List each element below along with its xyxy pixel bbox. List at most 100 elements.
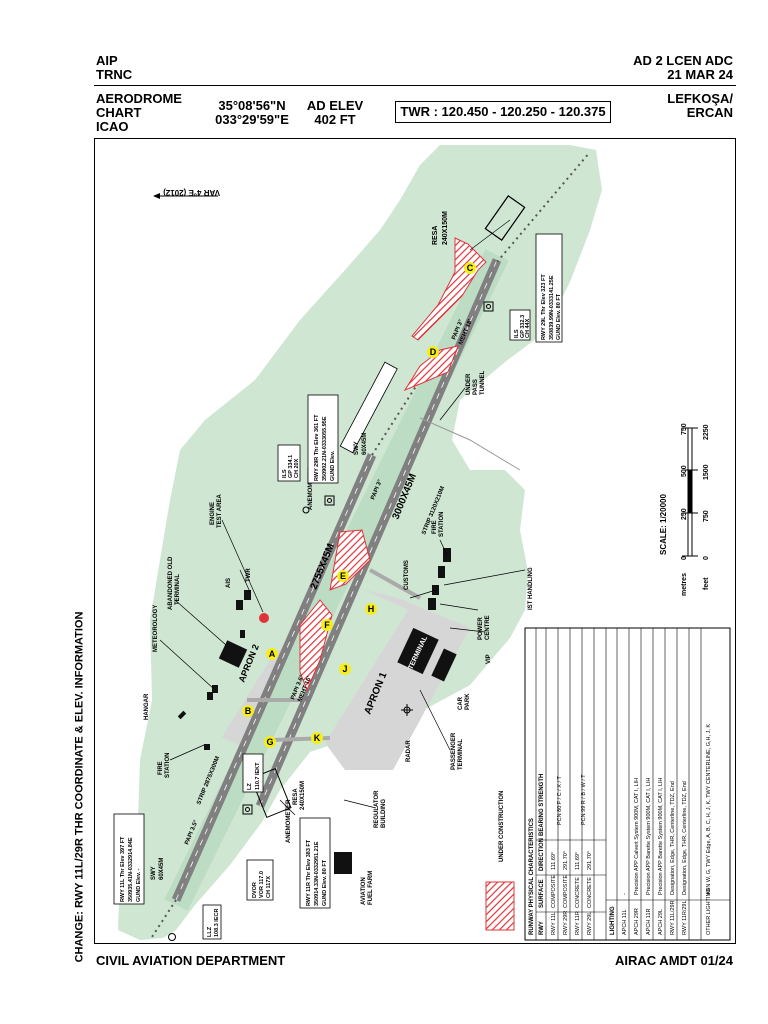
ils-29l-box: ILS GP 332.3 CH 44X [509, 309, 531, 341]
scale-metres: metres 0 250 500 750 [681, 423, 688, 596]
dvor-box: DVOR VOR 117.0 CH 117X [246, 859, 274, 901]
taxiway-label-b: B [242, 705, 254, 717]
coord-lon: 033°29'59"E [215, 112, 289, 127]
svg-text:111.69°: 111.69° [551, 852, 557, 870]
svg-text:A: A [269, 649, 276, 659]
svg-text:GUND Elev. -: GUND Elev. - [136, 868, 142, 902]
radar-label: RADAR [406, 740, 412, 762]
svg-text:CONCRETE: CONCRETE [575, 877, 581, 908]
svg-text:350935.41N-0332914.84E: 350935.41N-0332914.84E [128, 837, 134, 902]
svg-text:Precision APP Barette System 9: Precision APP Barette System 900M, CAT I… [658, 778, 664, 895]
underpass-2: PASS [473, 379, 479, 395]
aip-label: AIP [96, 53, 118, 68]
navaid-symbols [168, 301, 494, 941]
svg-text:CH 44X: CH 44X [525, 318, 531, 338]
svg-text:111.69°: 111.69° [575, 852, 581, 870]
swy-top-dim: 60X45M [362, 433, 368, 455]
svg-text:DVOR: DVOR [252, 882, 258, 898]
page-ref: AD 2 LCEN ADC [633, 53, 733, 68]
scale-m-0: 0 [681, 556, 688, 560]
svg-text:CH 117X: CH 117X [266, 876, 272, 898]
svg-text:RWY 11R: RWY 11R [575, 911, 581, 935]
svg-text:CONCRETE: CONCRETE [587, 877, 593, 908]
lz-box: LZ 110.7 IEKT [242, 753, 264, 793]
svg-text:350839.99N-0333141.25E: 350839.99N-0333141.25E [549, 275, 555, 340]
svg-text:RWY 29R: RWY 29R [563, 911, 569, 935]
power-1: POWER [478, 617, 484, 640]
car-park-1: CAR [458, 696, 464, 710]
fuel-farm-2: FUEL FARM [368, 871, 374, 905]
scale-m-750: 750 [681, 423, 688, 435]
svg-text:BEARING STRENGTH: BEARING STRENGTH [539, 774, 545, 836]
svg-text:APCH 29R: APCH 29R [634, 908, 640, 935]
svg-text:H: H [368, 604, 375, 614]
state-label: TRNC [96, 67, 133, 82]
anemometer-bottom: ANEMOMETER [286, 799, 292, 843]
resa-bottom-dim: 240X150M [300, 781, 306, 810]
regulator-1: REGULATOR [374, 790, 380, 828]
svg-text:CH 20X: CH 20X [294, 458, 300, 478]
resa-top-label: RESA [432, 226, 439, 245]
taxiway-h [369, 568, 421, 600]
buildings [177, 548, 457, 874]
regulator-2: BUILDING [381, 799, 387, 828]
footer-department: CIVIL AVIATION DEPARTMENT [96, 953, 286, 968]
meteorology-label: METEOROLOGY [153, 605, 159, 652]
scale-f-750: 750 [703, 510, 710, 522]
svg-text:Designation, Edge, THR, Center: Designation, Edge, THR, Centerline, TDZ,… [670, 781, 676, 895]
page-date: 21 MAR 24 [667, 67, 733, 82]
fuel-farm-1: AVIATION [361, 877, 367, 905]
table-rows: RWY 11L COMPOSITE 111.69° PCN 80 F / C /… [551, 774, 593, 935]
elev-value: 402 FT [314, 112, 356, 127]
apron-1 [325, 590, 470, 770]
fire-station2-1: FIRE [432, 520, 438, 534]
approach-lights-29l [496, 151, 591, 263]
twr-label: TWR [246, 568, 252, 582]
svg-text:350902.21N-0333055.95E: 350902.21N-0333055.95E [322, 416, 328, 481]
scale-m-250: 250 [681, 508, 688, 520]
hangar-label: HANGAR [144, 693, 150, 720]
svg-text:metres: metres [681, 573, 688, 596]
chart-type-3: ICAO [96, 119, 129, 134]
underpass-tunnel [339, 361, 398, 454]
svg-text:291.70°: 291.70° [563, 851, 569, 870]
taxiway-label-c: C [464, 262, 476, 274]
svg-text:D: D [430, 347, 437, 357]
svg-text:GUND Elev.: GUND Elev. [330, 450, 336, 481]
ils-29r-box: ILS GP 334.1 CH 20X [277, 444, 301, 482]
twr-marker [259, 613, 269, 623]
engine-label-2: TEST AREA [217, 494, 223, 528]
svg-text:Designation, Edge, THR, Center: Designation, Edge, THR, Centerline, TDZ,… [682, 781, 688, 895]
taxiway-label-h: H [365, 603, 377, 615]
svg-text:GUND Elev. 80 FT: GUND Elev. 80 FT [322, 859, 328, 906]
legend-under-construction: UNDER CONSTRUCTION [485, 791, 515, 931]
svg-text:E: E [340, 571, 346, 581]
fire-station2-2: STATION [439, 512, 445, 537]
swy-bottom-dim: 60X45M [159, 858, 165, 880]
footer-amendment: AIRAC AMDT 01/24 [615, 953, 733, 968]
thr-29l-box: RWY 29L Thr Elev 323 FT 350839.99N-03331… [535, 233, 563, 343]
customs-label: CUSTOMS [404, 560, 410, 590]
vip-label: VIP [486, 654, 492, 664]
thr-29r-box: RWY 29R Thr Elev 361 FT 350902.21N-03330… [307, 394, 339, 484]
old-terminal-1: ABANDONED OLD [168, 556, 174, 610]
header-rule [94, 85, 736, 86]
leader-lines [159, 219, 526, 816]
resa-bottom-label: RESA [293, 788, 299, 805]
thr-11l-box: RWY 11L Thr Elev 397 FT 350935.41N-03329… [113, 813, 145, 905]
svg-text:UNDER CONSTRUCTION: UNDER CONSTRUCTION [499, 791, 505, 862]
svg-text:RWY 11R Thr Elev 383 FT: RWY 11R Thr Elev 383 FT [306, 839, 312, 906]
svg-text:SCALE: 1/20000: SCALE: 1/20000 [659, 494, 668, 555]
fire-station-1: FIRE [158, 761, 164, 775]
svg-text:-: - [622, 893, 628, 895]
taxiway-label-g: G [264, 736, 276, 748]
svg-text:SURFACE: SURFACE [539, 879, 545, 908]
svg-text:VOR 117.0: VOR 117.0 [259, 871, 265, 898]
svg-text:APCH 11L: APCH 11L [622, 909, 628, 935]
svg-text:feet: feet [703, 577, 710, 590]
svg-text:RWY: RWY [539, 921, 545, 935]
coord-lat: 35°08'56"N [218, 98, 286, 113]
svg-text:F: F [324, 620, 330, 630]
svg-text:LLZ: LLZ [207, 926, 213, 937]
